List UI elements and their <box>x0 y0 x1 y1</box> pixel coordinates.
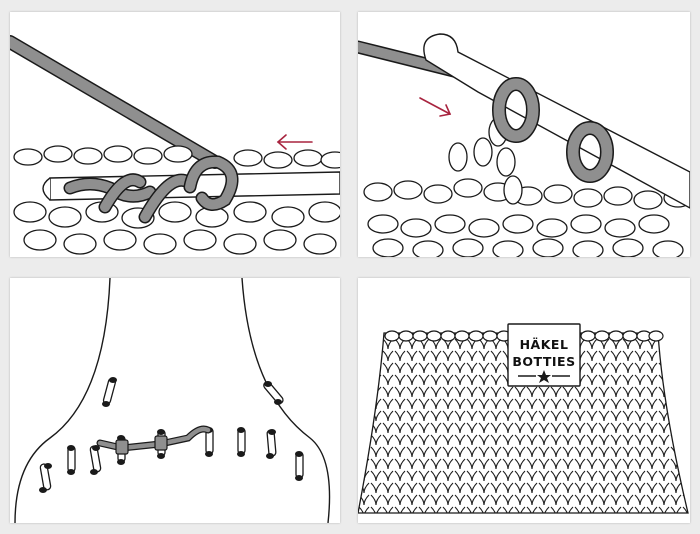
leather-sewing-illustration <box>14 278 331 523</box>
panel-step-3 <box>10 278 340 523</box>
finished-knit-illustration: HÄKEL BOTTIES <box>358 323 689 514</box>
crochet-hook <box>423 33 690 209</box>
thread-knots <box>115 435 168 455</box>
stitch-fabric <box>13 145 340 255</box>
stitch-fabric <box>363 178 690 257</box>
yarn-loops <box>492 77 614 183</box>
crochet-insert-illustration <box>358 33 690 257</box>
label-line-2: BOTTIES <box>512 354 575 369</box>
brand-label: HÄKEL BOTTIES <box>507 323 581 387</box>
leather-outline <box>14 278 331 523</box>
crochet-pull-through-illustration <box>10 35 340 255</box>
panel-step-4: HÄKEL BOTTIES <box>358 278 690 523</box>
label-line-1: HÄKEL <box>520 337 569 352</box>
arrow-down-right-icon <box>419 97 452 117</box>
panel-step-1 <box>10 12 340 257</box>
sewing-holes <box>39 377 304 491</box>
yarn-wraps <box>63 155 239 224</box>
hole-ends <box>39 377 303 493</box>
knit-fabric <box>358 332 689 514</box>
star-icon <box>537 370 551 383</box>
panel-step-2 <box>358 12 690 257</box>
arrow-left-icon <box>276 134 313 150</box>
